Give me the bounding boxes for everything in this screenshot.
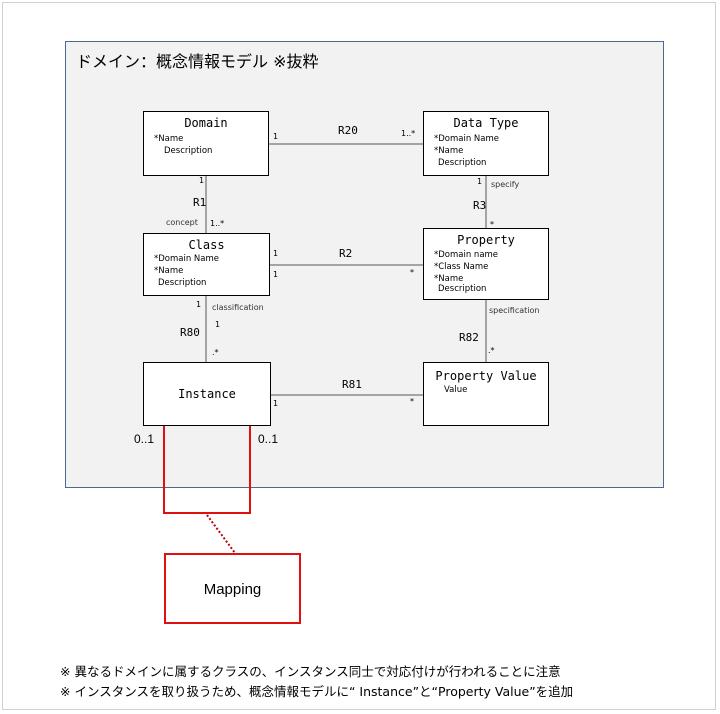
mapping-right-mult: 0..1 bbox=[258, 432, 279, 446]
entity-class: Class *Domain Name *Name Description bbox=[143, 233, 270, 296]
r80-role: classification bbox=[212, 303, 264, 312]
attr: Description bbox=[158, 278, 207, 288]
attr: *Name bbox=[154, 266, 184, 276]
panel-title: ドメイン：概念情報モデル ※抜粋 bbox=[76, 52, 319, 71]
mapping-box: Mapping bbox=[164, 553, 301, 624]
attr: *Name bbox=[434, 274, 464, 284]
attr: Description bbox=[164, 146, 213, 156]
entity-property-value: Property Value Value bbox=[423, 362, 549, 426]
r2-label: R2 bbox=[339, 247, 353, 260]
entity-domain: Domain *Name Description bbox=[143, 111, 269, 176]
mapping-bracket bbox=[163, 426, 251, 514]
entity-data-type: Data Type *Domain Name *Name Description bbox=[423, 111, 549, 176]
entity-name: Instance bbox=[178, 387, 236, 401]
r2-from-mult-bottom: 1 bbox=[273, 270, 279, 279]
r1-from-mult: 1 bbox=[199, 176, 205, 185]
r3-to-mult: * bbox=[490, 220, 494, 229]
r20-from-mult: 1 bbox=[273, 132, 279, 141]
r20-label: R20 bbox=[338, 124, 358, 137]
r1-to-mult: 1..* bbox=[210, 219, 225, 228]
attr: *Domain name bbox=[434, 250, 499, 260]
entity-instance: Instance bbox=[143, 362, 271, 426]
r80-mid-mult: 1 bbox=[215, 320, 221, 329]
r80-from-mult: 1 bbox=[196, 300, 202, 309]
r82-to-mult: .* bbox=[488, 346, 495, 355]
attr: Description bbox=[438, 284, 487, 294]
note-2: ※ インスタンスを取り扱うため、概念情報モデルに“ Instance”と“Pro… bbox=[60, 684, 574, 699]
r81-from-mult: 1 bbox=[273, 399, 279, 408]
r1-label: R1 bbox=[193, 196, 207, 209]
r3-role: specify bbox=[491, 180, 520, 189]
note-1: ※ 異なるドメインに属するクラスの、インスタンス同士で対応付けが行われることに注… bbox=[60, 664, 561, 679]
attr: Description bbox=[438, 158, 487, 168]
r1-role: concept bbox=[166, 218, 198, 227]
mapping-label: Mapping bbox=[203, 581, 262, 598]
r81-to-mult: * bbox=[410, 397, 414, 406]
attr: Value bbox=[444, 385, 468, 395]
entity-name: Property bbox=[457, 233, 515, 247]
r20-to-mult: 1..* bbox=[401, 129, 416, 138]
r3-from-mult: 1 bbox=[477, 177, 483, 186]
attr: *Name bbox=[154, 134, 184, 144]
attr: *Class Name bbox=[434, 262, 489, 272]
attr: *Name bbox=[434, 146, 464, 156]
r80-to-mult: .* bbox=[212, 348, 219, 357]
mapping-connector bbox=[206, 514, 236, 554]
attr: *Domain Name bbox=[154, 254, 220, 264]
entity-name: Data Type bbox=[453, 116, 519, 130]
r2-from-mult-top: 1 bbox=[273, 249, 279, 258]
entity-name: Property Value bbox=[435, 369, 537, 383]
r80-label: R80 bbox=[180, 326, 200, 339]
entity-name: Class bbox=[188, 238, 225, 252]
r2-to-mult: * bbox=[410, 268, 414, 277]
attr: *Domain Name bbox=[434, 134, 500, 144]
r82-label: R82 bbox=[459, 331, 479, 344]
r81-label: R81 bbox=[342, 378, 362, 391]
mapping-left-mult: 0..1 bbox=[134, 432, 155, 446]
r3-label: R3 bbox=[473, 199, 487, 212]
r82-role: specification bbox=[489, 306, 540, 315]
entity-name: Domain bbox=[184, 116, 228, 130]
entity-property: Property *Domain name *Class Name *Name … bbox=[423, 228, 549, 300]
